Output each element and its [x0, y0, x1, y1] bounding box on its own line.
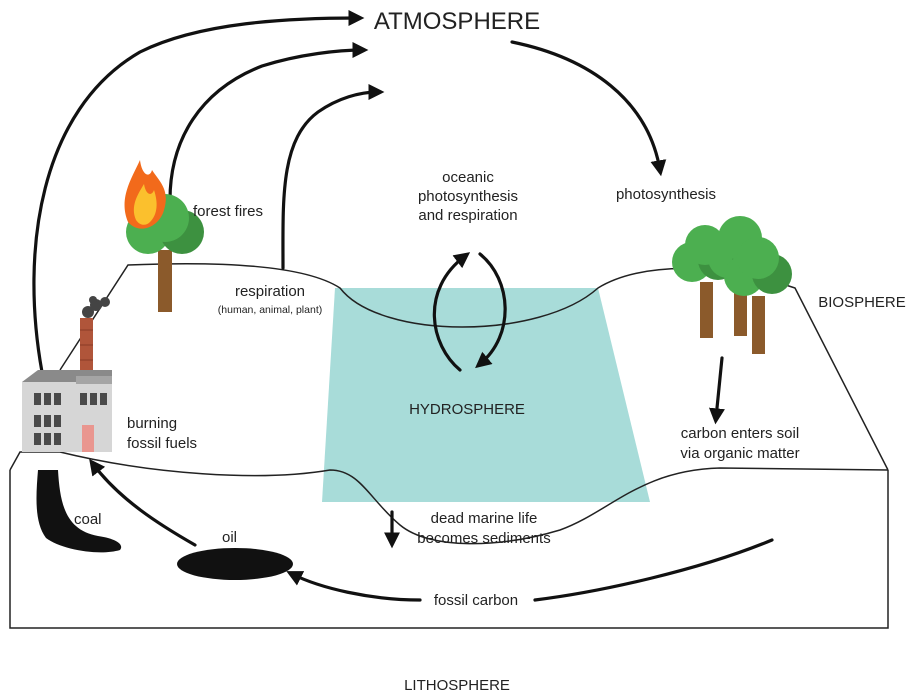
arrow-fossil-carbon-to-oil — [292, 538, 774, 602]
tree-group-icon — [672, 216, 792, 354]
arrow-respiration-to-atmosphere — [281, 84, 385, 270]
smoke-icon — [82, 296, 110, 318]
oil-deposit-icon — [177, 548, 293, 580]
label-soil-1: carbon enters soil — [681, 425, 799, 442]
soil-block-edge — [9, 470, 889, 629]
tree-icon — [724, 237, 792, 354]
label-coal: coal — [74, 511, 102, 528]
landscape — [9, 262, 889, 629]
arrow-fossil-fuels-to-atmosphere — [32, 10, 365, 374]
label-oceanic-3: and respiration — [418, 207, 517, 224]
arrow-atmosphere-to-photosynthesis — [510, 40, 667, 177]
label-photosynthesis: photosynthesis — [616, 186, 716, 203]
label-soil-2: via organic matter — [680, 445, 799, 462]
arrow-forest-fires-to-atmosphere — [168, 42, 369, 202]
factory-icon — [22, 296, 112, 452]
label-marine-2: becomes sediments — [417, 530, 550, 547]
arrow-oceanic-cycle-right — [475, 252, 507, 369]
label-biosphere: BIOSPHERE — [818, 294, 906, 311]
arrow-oil-to-factory — [89, 458, 197, 547]
label-hydrosphere: HYDROSPHERE — [409, 401, 525, 418]
label-oceanic-1: oceanic — [442, 169, 494, 186]
arrow-tree-to-soil — [708, 356, 725, 425]
label-respiration-sub: (human, animal, plant) — [218, 304, 322, 316]
arrow-oceanic-cycle-left — [432, 252, 471, 372]
coal-deposit-icon — [36, 470, 122, 553]
hydrosphere-water — [322, 288, 650, 502]
label-forest-fires: forest fires — [193, 203, 263, 220]
label-fossil-carbon: fossil carbon — [434, 592, 518, 609]
ground-line — [9, 451, 889, 545]
fire-tree-icon — [124, 160, 204, 312]
label-marine-1: dead marine life — [431, 510, 538, 527]
fire-icon — [124, 160, 166, 229]
label-respiration: respiration — [235, 283, 305, 300]
label-oil: oil — [222, 529, 237, 546]
flow-arrows — [32, 10, 774, 602]
label-oceanic-2: photosynthesis — [418, 188, 518, 205]
label-lithosphere: LITHOSPHERE — [404, 677, 510, 694]
label-atmosphere: ATMOSPHERE — [374, 8, 540, 35]
label-burning-1: burning — [127, 415, 177, 432]
label-burning-2: fossil fuels — [127, 435, 197, 452]
